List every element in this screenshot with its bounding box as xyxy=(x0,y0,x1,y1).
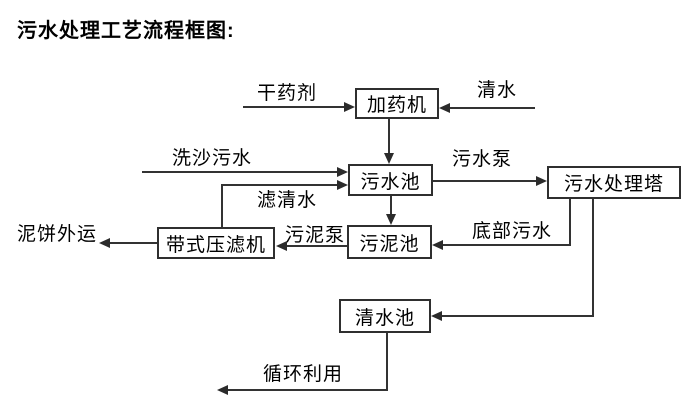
edge-line-mud-cake-out xyxy=(110,242,157,244)
arrowhead-left-icon xyxy=(439,103,450,113)
edge-line-bottom-sewage-vertical xyxy=(569,199,571,245)
node-sludge-pool: 污泥池 xyxy=(347,225,432,259)
node-clean-water-pool: 清水池 xyxy=(339,299,431,333)
edge-line-dry-agent xyxy=(243,106,344,108)
arrowhead-left-icon xyxy=(431,311,442,321)
edge-label-sand-washing-sewage: 洗沙污水 xyxy=(172,148,253,169)
arrowhead-right-icon xyxy=(536,176,547,186)
arrowhead-down-icon xyxy=(386,214,396,225)
arrowhead-left-icon xyxy=(99,238,110,248)
edge-label-sludge-pump: 污泥泵 xyxy=(285,225,346,246)
arrowhead-right-icon xyxy=(337,167,348,177)
edge-line-bottom-sewage-horizontal xyxy=(443,244,571,246)
edge-line-sludge-pump xyxy=(287,245,347,247)
arrowhead-right-icon xyxy=(337,180,348,190)
edge-line-filtered-water-horizontal xyxy=(221,184,337,186)
edge-line-recycle-horizontal xyxy=(228,389,388,391)
page-title: 污水处理工艺流程框图: xyxy=(17,20,235,42)
arrowhead-right-icon xyxy=(344,102,355,112)
edge-line-dosing-to-sewage xyxy=(388,119,390,153)
edge-label-dry-agent: 干药剂 xyxy=(257,83,318,104)
edge-line-filtered-water-vertical xyxy=(221,184,223,227)
edge-line-sewage-to-sludge xyxy=(390,196,392,214)
arrowhead-left-icon xyxy=(276,241,287,251)
node-sewage-treatment-tower: 污水处理塔 xyxy=(547,166,681,199)
node-sewage-pool: 污水池 xyxy=(348,164,433,196)
arrowhead-down-icon xyxy=(384,153,394,164)
edge-line-sewage-pump xyxy=(433,180,536,182)
edge-line-sand-washing-sewage xyxy=(142,171,337,173)
edge-label-sewage-pump: 污水泵 xyxy=(452,149,513,170)
node-dosing-machine: 加药机 xyxy=(355,88,439,119)
edge-label-clean-water: 清水 xyxy=(477,80,518,101)
edge-label-bottom-sewage: 底部污水 xyxy=(472,221,553,242)
edge-label-recycle: 循环利用 xyxy=(263,364,344,385)
arrowhead-left-icon xyxy=(217,385,228,395)
edge-label-filtered-water: 滤清水 xyxy=(257,190,318,211)
arrowhead-left-icon xyxy=(432,240,443,250)
edge-line-tower-to-clean-pool-horizontal xyxy=(442,315,594,317)
edge-line-clean-water xyxy=(450,107,535,109)
edge-label-mud-cake-out: 泥饼外运 xyxy=(17,224,98,245)
edge-line-recycle-vertical xyxy=(386,333,388,390)
edge-line-tower-to-clean-pool-vertical xyxy=(592,199,594,316)
node-belt-filter-press: 带式压滤机 xyxy=(157,227,275,259)
